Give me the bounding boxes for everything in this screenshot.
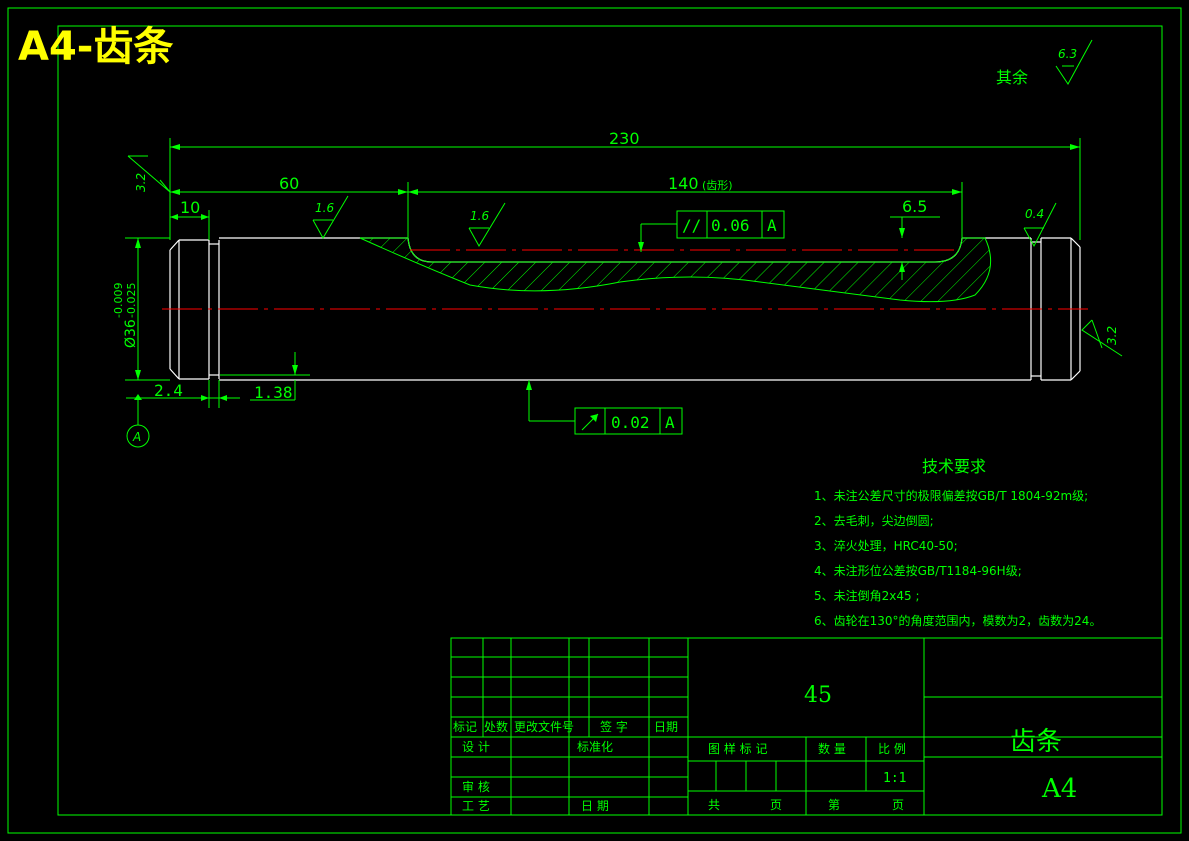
tb-col-count: 处数 <box>484 719 508 734</box>
dim-tooth-depth <box>890 216 940 280</box>
dim-groove-width-text: 2.4 <box>154 381 183 400</box>
tb-sheet-size: A4 <box>1041 774 1077 804</box>
dim-groove-depth-text: 1.38 <box>254 383 293 402</box>
dim-groove-width <box>126 380 240 408</box>
dim-left-section <box>170 182 409 238</box>
tb-page: 页 <box>892 798 904 812</box>
dim-toothed <box>408 182 963 238</box>
outer-border <box>7 7 1182 834</box>
dim-tol-lower: -0.025 <box>125 283 138 318</box>
roughness-else-value: 6.3 <box>1058 47 1077 61</box>
datum-label: A <box>132 430 141 444</box>
roughness-symbol-tooth <box>468 202 506 247</box>
requirement-item: 3、淬火处理，HRC40-50; <box>814 538 958 553</box>
dim-toothed-text: 140 <box>668 174 699 193</box>
requirement-item: 1、未注公差尺寸的极限偏差按GB/T 1804-92m级; <box>814 488 1088 503</box>
dim-tol-upper: -0.009 <box>112 283 125 318</box>
tb-part-name: 齿条 <box>1010 727 1062 757</box>
dim-left-section-text: 60 <box>279 174 299 193</box>
tb-col-sign: 签 字 <box>600 719 628 734</box>
roughness-else-label: 其余 <box>996 68 1028 87</box>
roughness-left-face-value: 1.6 <box>315 201 334 215</box>
roughness-right-end-value: 3.2 <box>1105 326 1119 345</box>
tb-weight: 数 量 <box>818 741 846 756</box>
dim-end-step-text: 10 <box>180 198 200 217</box>
runout-frame <box>526 380 683 435</box>
requirement-item: 6、齿轮在130°的角度范围内，模数为2，齿数为24。 <box>814 613 1101 628</box>
roughness-right-groove-value: 0.4 <box>1025 207 1044 221</box>
parallelism-datum: A <box>767 216 777 235</box>
tb-col-doc: 更改文件号 <box>514 719 574 734</box>
dim-toothed-note: (齿形) <box>702 179 733 192</box>
roughness-symbol-right-groove <box>1023 202 1057 248</box>
tb-row-review: 审 核 <box>462 779 490 794</box>
datum-marker <box>126 394 150 448</box>
dim-diameter-text: Ø36 <box>123 319 139 348</box>
roughness-left-end-value: 3.2 <box>134 173 148 192</box>
dim-overall <box>169 138 1081 240</box>
tb-row-design: 设 计 <box>462 740 490 754</box>
tb-col-mark: 标记 <box>453 720 477 734</box>
parallelism-symbol: // <box>682 216 701 235</box>
runout-value: 0.02 <box>611 413 650 432</box>
runout-datum: A <box>665 413 675 432</box>
requirement-item: 2、去毛刺，尖边倒圆; <box>814 514 934 528</box>
requirements-title: 技术要求 <box>922 457 986 476</box>
roughness-symbol-left-end <box>127 155 171 193</box>
tb-col-date: 日期 <box>654 720 678 734</box>
dim-tooth-depth-text: 6.5 <box>902 197 927 216</box>
sheet-title: A4-齿条 <box>18 24 173 70</box>
dim-overall-text: 230 <box>609 129 640 148</box>
tb-sheets: 页 <box>770 798 782 812</box>
tb-total: 共 <box>708 798 720 812</box>
requirement-item: 4、未注形位公差按GB/T1184-96H级; <box>814 563 1022 578</box>
parallelism-frame <box>638 210 785 252</box>
roughness-symbol-left-face <box>312 195 349 240</box>
roughness-symbol-right-end <box>1081 319 1123 357</box>
tb-stage-mark: 图 样 标 记 <box>708 741 767 756</box>
tb-material: 45 <box>804 683 832 708</box>
tb-row-standard: 标准化 <box>577 740 613 754</box>
tb-scale-label: 比 例 <box>878 742 906 756</box>
tb-row-date: 日 期 <box>581 799 609 813</box>
tb-row-process: 工 艺 <box>462 799 490 813</box>
tb-scale: 1:1 <box>883 771 906 786</box>
title-block <box>450 637 1163 816</box>
roughness-tooth-value: 1.6 <box>470 209 489 223</box>
dim-diameter <box>125 237 170 381</box>
tb-sheet-no: 第 <box>828 798 840 812</box>
dim-groove-depth <box>220 352 310 401</box>
parallelism-value: 0.06 <box>711 216 750 235</box>
dim-end-step <box>170 210 210 240</box>
section-hatch <box>359 237 992 303</box>
requirement-item: 5、未注倒角2x45 ; <box>814 588 920 603</box>
roughness-symbol-else <box>1055 39 1093 85</box>
